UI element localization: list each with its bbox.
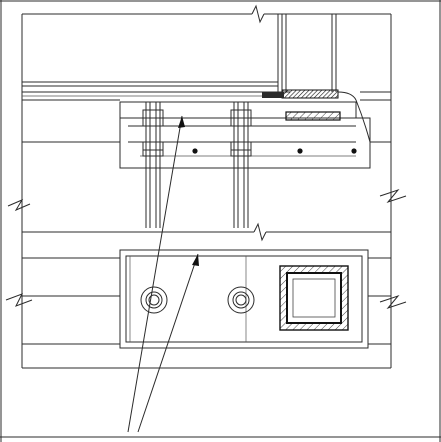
fixing-dots [192,148,357,154]
beam-slab [22,81,391,101]
lower-plan-view [5,249,407,369]
plan-bolt-right [227,286,255,314]
break-mark-left-lower [5,293,33,307]
leader-lines [127,115,199,433]
break-mark-left-upper [7,141,120,212]
anchor-bolt-left [142,102,164,228]
steel-post [277,14,337,92]
gasket-band [262,89,357,101]
break-mark-top [22,4,391,24]
break-mark-right-upper [370,141,407,204]
plan-base-plate [119,249,369,349]
break-mark-right-lower [379,294,407,310]
plan-bolt-left [140,286,168,314]
plan-hollow-section [279,265,349,331]
border-lines [21,14,392,368]
upper-section-view [7,4,407,242]
break-mark-mid [22,222,391,242]
anchor-bolt-right [230,102,252,228]
